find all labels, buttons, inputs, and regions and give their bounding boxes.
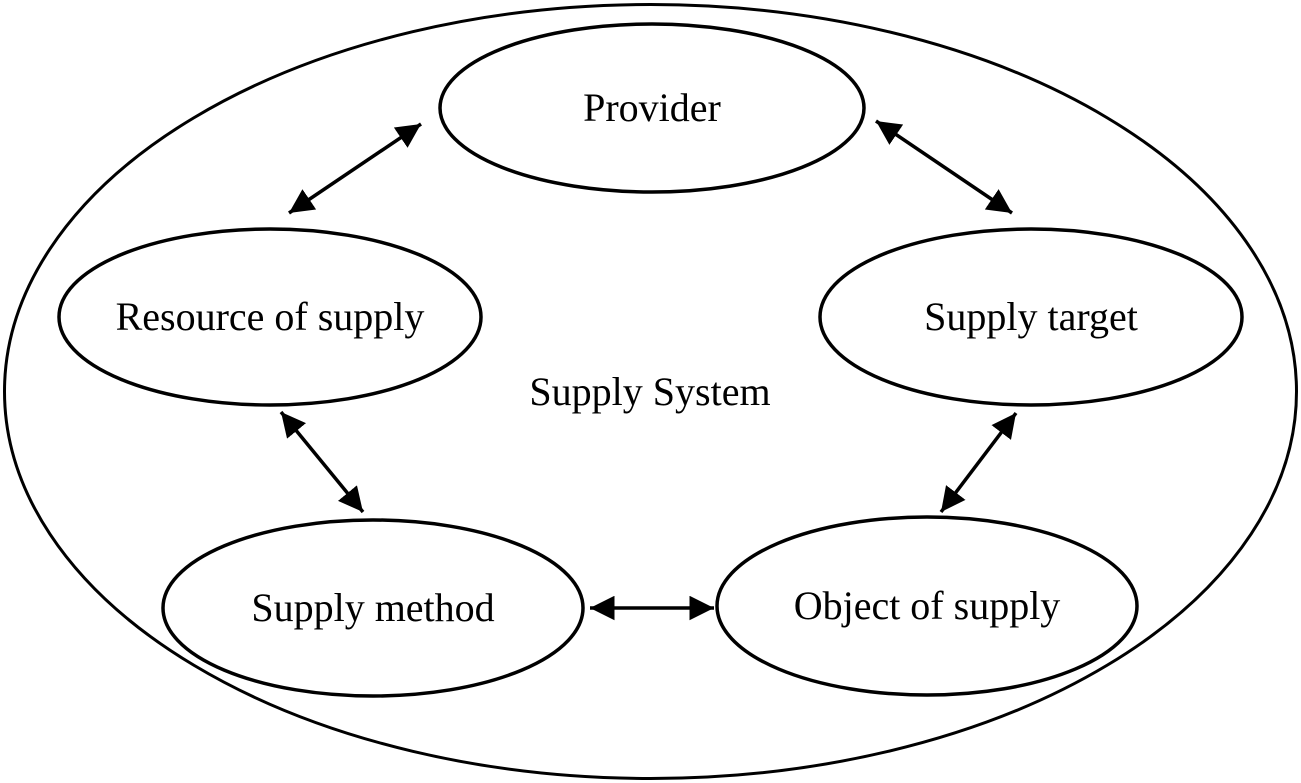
system-boundary-ellipse bbox=[3, 3, 1298, 780]
node-resource-of-supply-ellipse bbox=[57, 227, 483, 407]
node-supply-target: Supply target bbox=[818, 227, 1244, 407]
node-provider: Provider bbox=[438, 22, 866, 194]
node-supply-method: Supply method bbox=[161, 518, 585, 698]
node-provider-label: Provider bbox=[583, 85, 721, 130]
node-object-of-supply: Object of supply bbox=[715, 515, 1139, 697]
arrow-provider-resource bbox=[288, 122, 422, 215]
arrow-target-object bbox=[939, 411, 1018, 514]
arrow-resource-method bbox=[279, 410, 365, 514]
node-supply-method-ellipse bbox=[161, 518, 585, 698]
node-supply-target-ellipse bbox=[818, 227, 1244, 407]
node-object-of-supply-ellipse bbox=[715, 515, 1139, 697]
arrow-provider-target bbox=[875, 119, 1013, 215]
node-supply-method-label: Supply method bbox=[251, 585, 494, 630]
node-supply-target-label: Supply target bbox=[924, 294, 1138, 339]
node-object-of-supply-label: Object of supply bbox=[794, 583, 1061, 628]
diagram-title: Supply System bbox=[529, 369, 770, 414]
node-resource-of-supply-label: Resource of supply bbox=[116, 294, 425, 339]
node-resource-of-supply: Resource of supply bbox=[57, 227, 483, 407]
node-provider-ellipse bbox=[438, 22, 866, 194]
